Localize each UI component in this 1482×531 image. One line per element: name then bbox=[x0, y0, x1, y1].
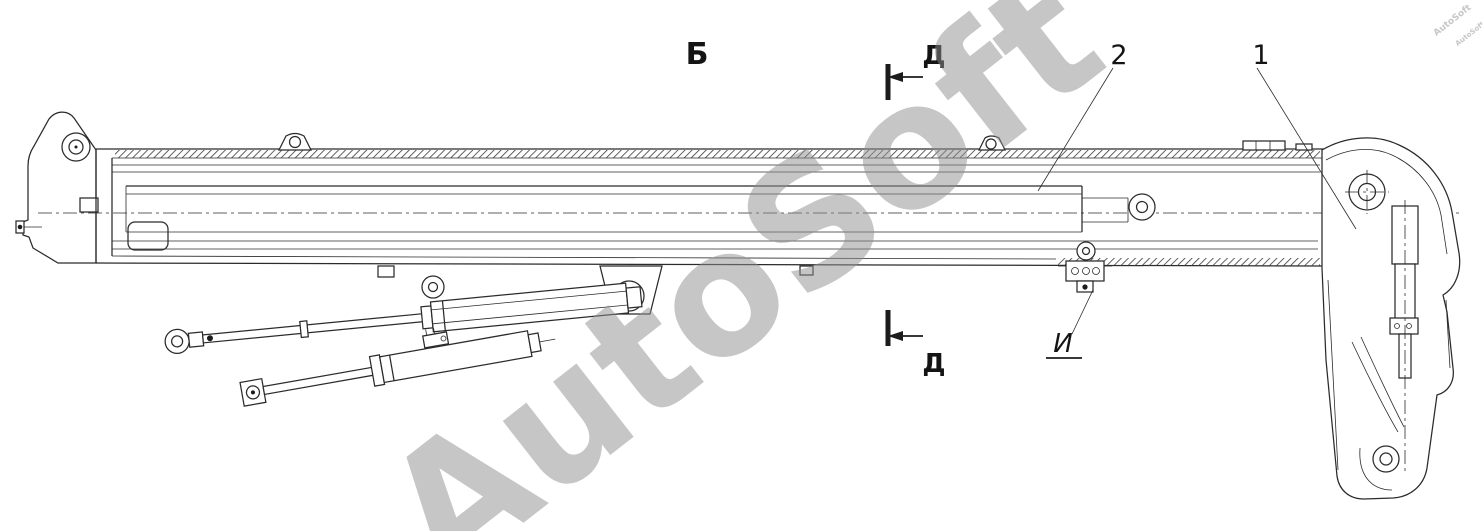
callout-part-1: 1 bbox=[1252, 40, 1357, 230]
upper-hydraulic-cylinder bbox=[164, 282, 643, 355]
inner-boom-notch bbox=[127, 221, 169, 251]
part-label-2: 2 bbox=[1110, 40, 1127, 71]
leader-line-1 bbox=[1256, 67, 1357, 230]
head-foot-hole bbox=[1372, 445, 1400, 473]
callout-part-2: 2 bbox=[1037, 40, 1128, 192]
detail-label-i: И bbox=[1053, 329, 1072, 359]
inner-telescope-end bbox=[1081, 186, 1156, 232]
section-arrow-top bbox=[888, 72, 903, 82]
view-label-b: Б bbox=[686, 37, 709, 72]
bottom-lug-small bbox=[377, 265, 395, 278]
cylinder-eye bbox=[164, 328, 190, 355]
annotations: Б Д Д 2 1 И bbox=[686, 37, 1357, 379]
cylinder-rod-2 bbox=[262, 365, 382, 396]
boom-rack-strip-top bbox=[115, 150, 1320, 158]
part-label-1: 1 bbox=[1252, 40, 1269, 71]
top-block bbox=[1242, 140, 1286, 151]
leader-line-i bbox=[1071, 289, 1094, 335]
section-mark-bottom: Д bbox=[885, 310, 946, 379]
head-hose-line bbox=[1351, 341, 1399, 433]
detail-mark-i: И bbox=[1046, 289, 1094, 359]
top-lugs bbox=[277, 132, 1313, 151]
bottom-lug-small-2 bbox=[799, 265, 814, 276]
boom-head bbox=[1321, 137, 1461, 500]
boom-body bbox=[38, 148, 1462, 278]
boom-rack-strip-bottom bbox=[1058, 258, 1320, 266]
leader-line-2 bbox=[1037, 67, 1114, 192]
section-label-top: Д bbox=[922, 41, 945, 71]
lower-hydraulic-cylinder bbox=[239, 327, 556, 407]
cylinder-trunnion bbox=[421, 275, 445, 299]
watermark-text-corner-2: AutoSoft bbox=[1454, 20, 1482, 48]
cylinder-rod bbox=[201, 312, 430, 344]
boom-drawing bbox=[15, 111, 1462, 500]
section-arrow-bottom bbox=[888, 331, 903, 341]
left-mount-bracket bbox=[15, 111, 99, 264]
detail-i-hardware bbox=[1058, 241, 1112, 293]
section-label-bottom: Д bbox=[922, 349, 945, 379]
support-roller bbox=[1128, 193, 1156, 221]
section-mark-top: Д bbox=[885, 41, 946, 100]
